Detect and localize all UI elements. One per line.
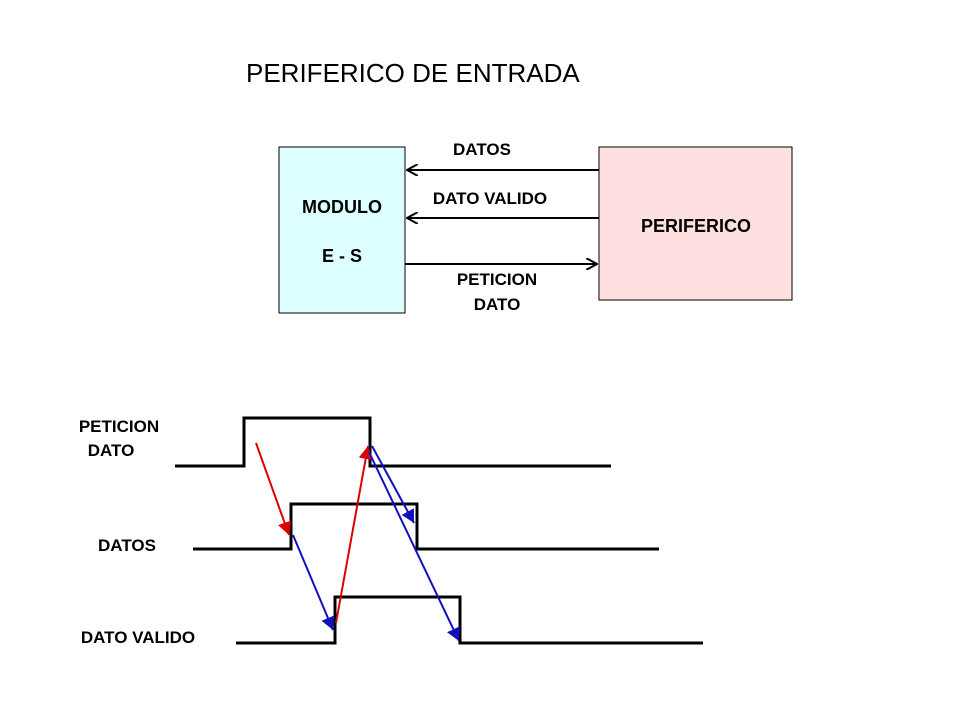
peticion-connection-label-line1: PETICION: [457, 270, 537, 289]
module-es-block: [278, 146, 406, 314]
blue-arrow-peticion-to-dato-valido-fall: [368, 451, 460, 642]
waveform-peticion-dato: [175, 416, 611, 468]
waveform-dato-valido: [236, 595, 703, 645]
module-label-line1: MODULO: [302, 197, 382, 217]
blue-arrow-datos-to-dato-valido: [292, 534, 335, 631]
red-arrow-dato-valido-to-peticion: [335, 445, 373, 624]
timing-label-datos: DATOS: [98, 536, 156, 555]
peripheral-label: PERIFERICO: [641, 216, 751, 236]
datos-connection-label: DATOS: [453, 140, 511, 159]
waveform-datos: [193, 502, 659, 551]
timing-label-peticion-line1: PETICION: [79, 417, 159, 436]
module-label-line2: E - S: [322, 246, 362, 266]
page-title: PERIFERICO DE ENTRADA: [246, 58, 580, 88]
peticion-connection-label-line2: DATO: [474, 295, 521, 314]
block-diagram: MODULO E - S PERIFERICO DATOS DATO VALID…: [278, 140, 793, 314]
timing-label-dato-valido: DATO VALIDO: [81, 628, 195, 647]
peripheral-block: [598, 146, 793, 301]
dato-valido-connection-label: DATO VALIDO: [433, 189, 547, 208]
red-arrow-peticion-to-datos: [255, 442, 292, 536]
blue-arrow-peticion-to-datos-fall: [371, 445, 415, 524]
timing-label-peticion-line2: DATO: [88, 441, 135, 460]
timing-diagram: PETICION DATO DATOS DATO VALIDO: [79, 416, 703, 647]
